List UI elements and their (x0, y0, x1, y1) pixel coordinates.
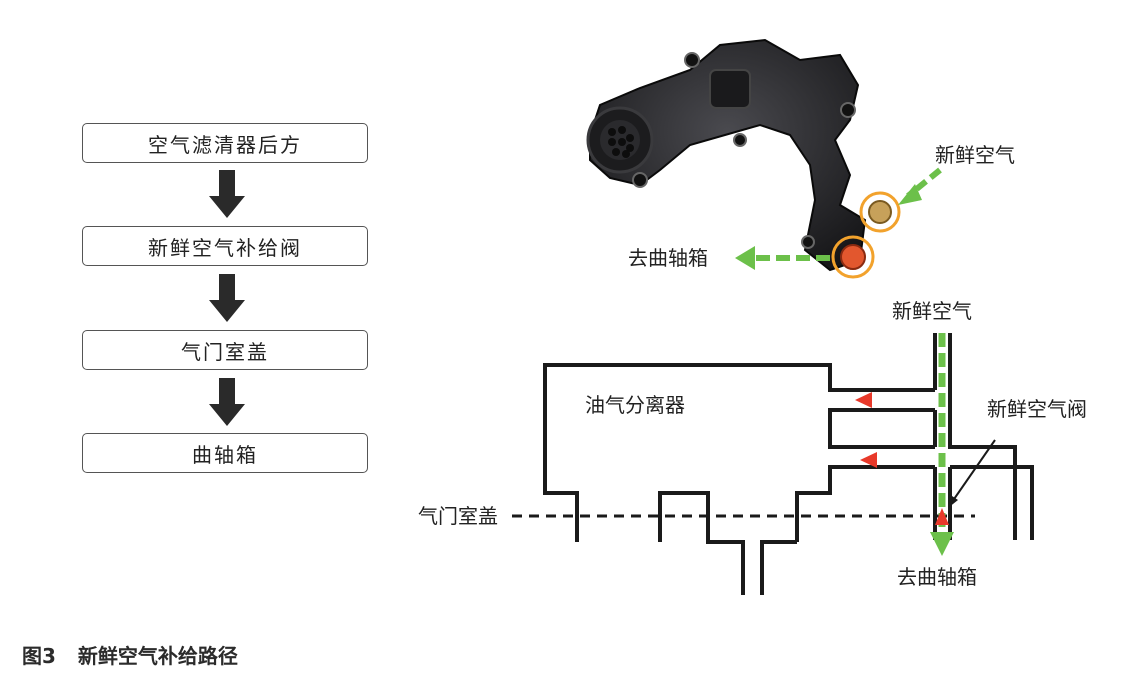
flow-step-air-filter: 空气滤清器后方 (82, 123, 368, 163)
outer-channel (950, 467, 1032, 540)
red-valve-arrow-upper (855, 392, 872, 408)
down-arrow-icon (209, 170, 245, 220)
flow-step-fresh-air-valve: 新鲜空气补给阀 (82, 226, 368, 266)
down-arrow-icon (209, 378, 245, 428)
photo-label-to-crankcase: 去曲轴箱 (628, 246, 708, 270)
schematic-label-valve-cover: 气门室盖 (418, 504, 498, 528)
separator-housing-lower (830, 410, 935, 447)
red-valve-arrow-lower (860, 452, 877, 468)
figure-number: 图3 (22, 644, 56, 668)
schematic (545, 333, 1032, 595)
schematic-label-valve: 新鲜空气阀 (987, 397, 1087, 421)
valve-pointer-line (952, 440, 995, 502)
schematic-label-fresh-air: 新鲜空气 (892, 299, 972, 323)
fresh-air-channel-right (950, 333, 1015, 540)
flow-step-crankcase: 曲轴箱 (82, 433, 368, 473)
flow-step-valve-cover: 气门室盖 (82, 330, 368, 370)
flow-step-label: 气门室盖 (181, 336, 269, 365)
schematic-flow-arrowhead (930, 532, 954, 556)
flow-step-label: 新鲜空气补给阀 (148, 232, 302, 261)
figure-caption: 图3 新鲜空气补给路径 (22, 640, 238, 669)
red-valve-arrow-main (935, 508, 949, 525)
separator-housing-lower2 (797, 467, 935, 542)
bottom-port-right (762, 542, 797, 595)
flow-step-label: 空气滤清器后方 (148, 129, 302, 158)
separator-housing (545, 365, 935, 542)
photo-label-fresh-air: 新鲜空气 (935, 143, 1015, 167)
schematic-label-to-crankcase: 去曲轴箱 (897, 565, 977, 589)
to-crankcase-arrow (735, 246, 830, 270)
bottom-port (660, 493, 743, 595)
flow-step-label: 曲轴箱 (192, 439, 258, 468)
figure-title: 新鲜空气补给路径 (78, 644, 238, 668)
fresh-air-arrow (898, 170, 940, 205)
part-photo (588, 40, 899, 277)
down-arrow-icon (209, 274, 245, 324)
schematic-label-separator: 油气分离器 (585, 393, 685, 417)
valve-pointer-head (948, 494, 958, 508)
